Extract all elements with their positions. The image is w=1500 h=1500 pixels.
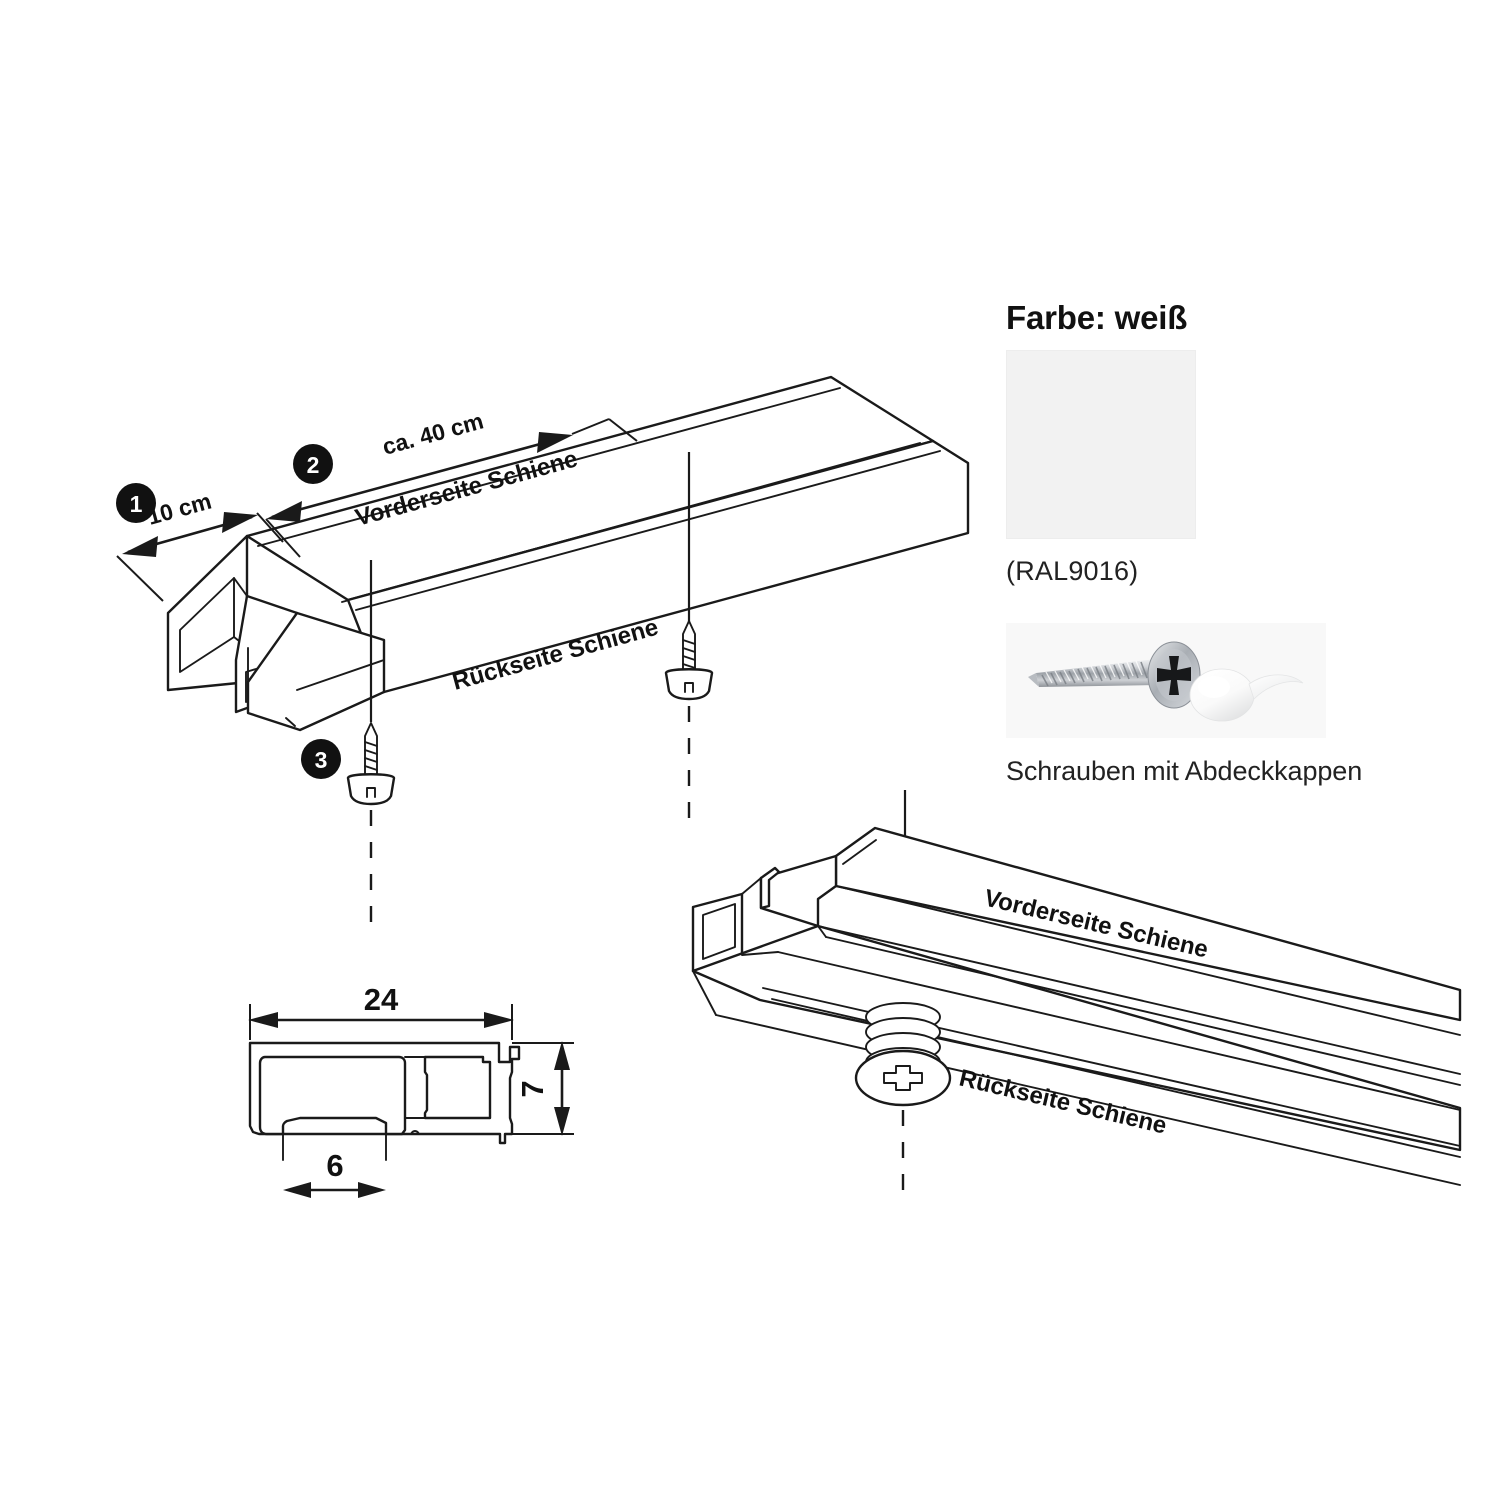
dimension-24-label: 24 <box>364 982 399 1017</box>
step-marker-3: 3 <box>301 739 341 779</box>
step-marker-1: 1 <box>116 483 156 523</box>
detail-rail-body <box>691 826 1462 1186</box>
step-marker-2-number: 2 <box>307 452 320 478</box>
dimension-7-label: 7 <box>515 1080 550 1097</box>
screw-caption: Schrauben mit Abdeckkappen <box>1006 756 1363 787</box>
detail-screw <box>854 1002 952 1190</box>
screw-right <box>664 620 714 820</box>
screw-left <box>346 722 396 925</box>
step-marker-3-number: 3 <box>315 747 328 773</box>
step-marker-2: 2 <box>293 444 333 484</box>
screw-head-icon <box>1147 641 1201 709</box>
dimension-10cm <box>116 512 284 602</box>
cover-cap-icon <box>1189 668 1304 722</box>
screw-center-lines <box>369 452 691 722</box>
rail-profile-t-slot <box>258 1055 407 1136</box>
dimension-7: 7 <box>512 1041 574 1136</box>
screw-shank-icon <box>1028 659 1160 688</box>
color-swatch <box>1006 350 1196 540</box>
dimension-6: 6 <box>283 1148 386 1198</box>
rail-body-isometric <box>166 375 970 732</box>
dimension-24: 24 <box>248 982 514 1040</box>
product-info-panel: Farbe: weiß (RAL9016) <box>1006 299 1426 787</box>
dimension-6-label: 6 <box>326 1148 343 1183</box>
color-heading: Farbe: weiß <box>1006 299 1188 336</box>
ral-code-label: (RAL9016) <box>1006 556 1139 587</box>
step-marker-1-number: 1 <box>130 491 143 517</box>
screw-photo <box>1006 623 1326 739</box>
dimension-40cm <box>265 418 638 558</box>
